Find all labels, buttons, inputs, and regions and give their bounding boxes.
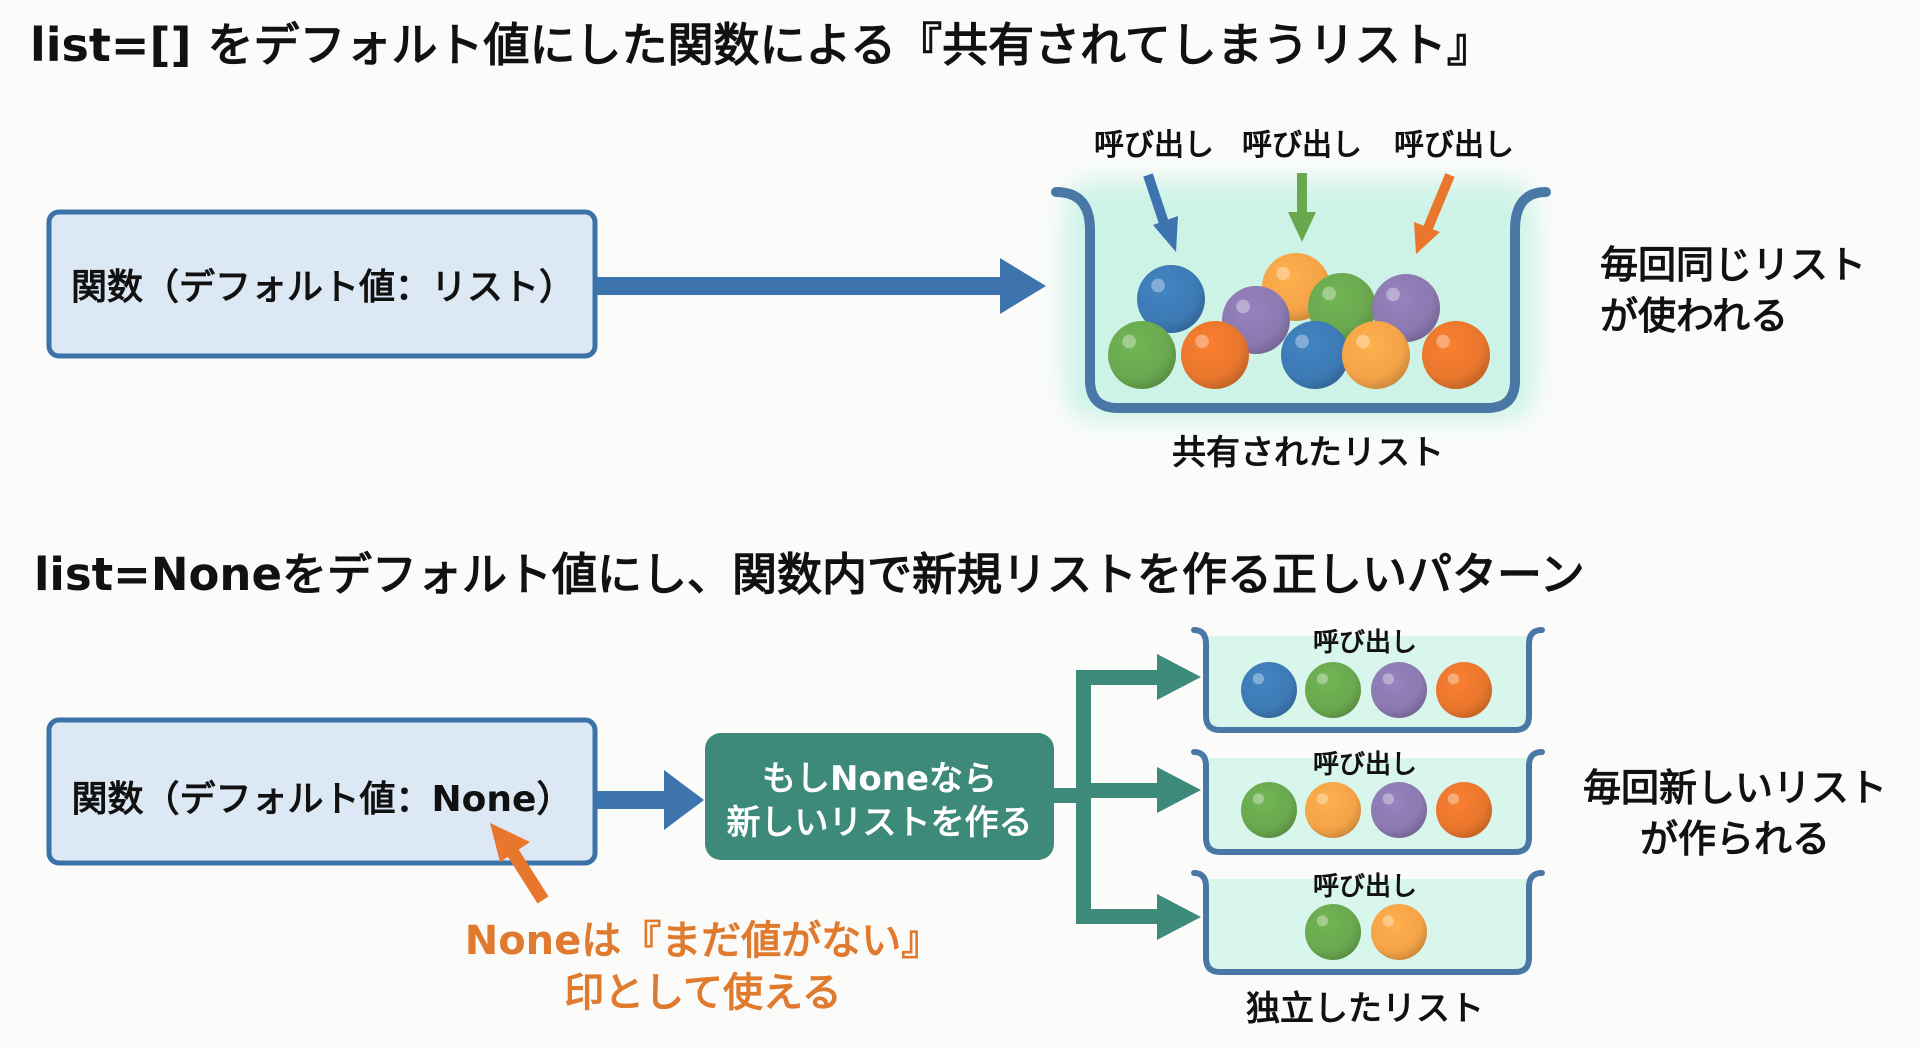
condition-line-1: もしNoneなら bbox=[761, 759, 998, 799]
bottom-side-note: 毎回新しいリスト が作られる bbox=[1555, 763, 1915, 864]
function-box-list-label: 関数（デフォルト値：リスト） bbox=[70, 267, 575, 308]
ball-green bbox=[1305, 904, 1361, 960]
ball-purple bbox=[1371, 782, 1427, 838]
independent-list-bowl bbox=[1191, 749, 1545, 855]
top-section-title: list=[] をデフォルト値にした関数による『共有されてしまうリスト』 bbox=[30, 18, 1493, 72]
ball-orange bbox=[1422, 321, 1490, 389]
function-box-list-default bbox=[46, 209, 598, 359]
none-note: Noneは『まだ値がない』 印として使える bbox=[453, 915, 953, 1019]
function-box-none-default bbox=[46, 717, 598, 866]
ball-green bbox=[1241, 782, 1297, 838]
shared-list-bowl bbox=[1051, 187, 1551, 413]
ball-light-orange bbox=[1305, 782, 1361, 838]
call-arrow-orange bbox=[1414, 173, 1455, 254]
bottom-side-note-line-1: 毎回新しいリスト bbox=[1582, 766, 1887, 810]
condition-line-2: 新しいリストを作る bbox=[726, 803, 1033, 844]
branch-arrowhead-3 bbox=[1157, 894, 1201, 940]
arrow-to-condition-box bbox=[597, 770, 704, 830]
branch-arrowhead-2 bbox=[1157, 767, 1201, 813]
arrow-to-shared-list bbox=[597, 258, 1046, 314]
call-label-2: 呼び出し bbox=[1242, 128, 1362, 163]
ball-light-orange bbox=[1342, 321, 1410, 389]
call-arrow-green bbox=[1288, 173, 1316, 242]
independent-list-fill bbox=[1206, 879, 1529, 972]
independent-call-label-3: 呼び出し bbox=[1312, 872, 1417, 902]
branch-arrowhead-1 bbox=[1157, 654, 1201, 700]
ball-orange bbox=[1436, 662, 1492, 718]
ball-orange bbox=[1436, 782, 1492, 838]
bottom-section-title: list=Noneをデフォルト値にし、関数内で新規リストを作る正しいパターン bbox=[34, 548, 1585, 601]
condition-box-label: もしNoneなら 新しいリストを作る bbox=[705, 757, 1054, 845]
ball-blue bbox=[1281, 321, 1349, 389]
branch-arrows bbox=[1054, 654, 1201, 940]
bottom-side-note-line-2: が作られる bbox=[1639, 816, 1830, 861]
ball-light-orange bbox=[1371, 904, 1427, 960]
ball-green bbox=[1108, 321, 1176, 389]
independent-list-bowl bbox=[1191, 870, 1545, 975]
ball-orange bbox=[1181, 321, 1249, 389]
independent-lists bbox=[1191, 627, 1545, 975]
condition-box bbox=[705, 733, 1054, 860]
independent-call-label-2: 呼び出し bbox=[1312, 750, 1417, 780]
none-note-line-1: Noneは『まだ値がない』 bbox=[464, 918, 942, 964]
call-label-1: 呼び出し bbox=[1094, 128, 1214, 163]
independent-list-caption: 独立したリスト bbox=[1246, 989, 1484, 1029]
none-note-line-2: 印として使える bbox=[564, 970, 842, 1016]
shared-list-caption: 共有されたリスト bbox=[1172, 433, 1444, 473]
ball-blue bbox=[1241, 662, 1297, 718]
independent-call-label-1: 呼び出し bbox=[1312, 628, 1417, 658]
note-arrow bbox=[490, 823, 549, 904]
top-side-note: 毎回同じリスト が使われる bbox=[1600, 240, 1866, 341]
ball-blue bbox=[1137, 265, 1205, 333]
function-box-none-label: 関数（デフォルト値：None） bbox=[71, 779, 573, 820]
top-side-note-line-1: 毎回同じリスト bbox=[1600, 243, 1867, 287]
ball-purple bbox=[1371, 662, 1427, 718]
call-arrow-blue bbox=[1143, 173, 1178, 252]
independent-list-bowl bbox=[1191, 627, 1545, 733]
ball-green bbox=[1305, 662, 1361, 718]
top-side-note-line-2: が使われる bbox=[1600, 293, 1789, 338]
call-label-3: 呼び出し bbox=[1394, 128, 1514, 163]
shared-list-balls bbox=[1108, 253, 1490, 389]
